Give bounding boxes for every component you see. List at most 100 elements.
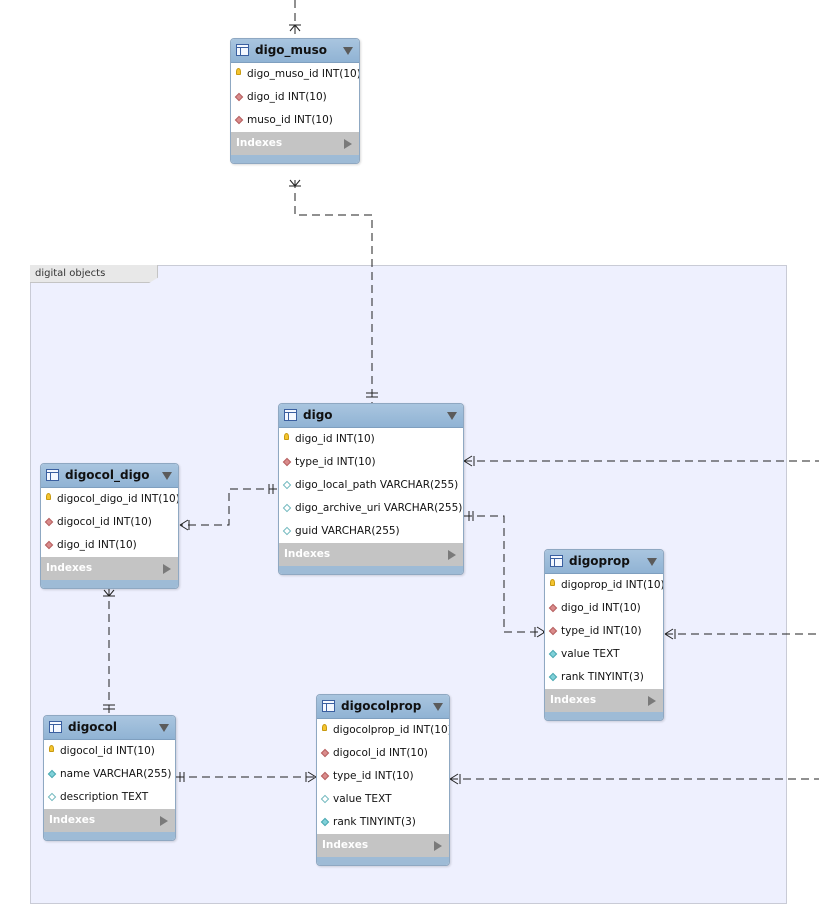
table-header[interactable]: digo_muso [231, 39, 359, 63]
collapse-arrow-icon[interactable] [433, 703, 443, 711]
table-header[interactable]: digo [279, 404, 463, 428]
nullable-icon [282, 480, 292, 490]
not-null-icon [47, 769, 57, 779]
table-header[interactable]: digocolprop [317, 695, 449, 719]
column-label: digo_id INT(10) [247, 91, 327, 103]
column-row[interactable]: description TEXT [44, 786, 175, 809]
indexes-section[interactable]: Indexes [231, 132, 359, 155]
collapse-arrow-icon[interactable] [159, 724, 169, 732]
column-label: digo_local_path VARCHAR(255) [295, 479, 459, 491]
primary-key-icon [284, 433, 289, 440]
table-footer [231, 155, 359, 163]
column-label: digocol_id INT(10) [60, 745, 155, 757]
column-row[interactable]: guid VARCHAR(255) [279, 520, 463, 543]
table-icon [550, 555, 563, 567]
expand-arrow-icon[interactable] [434, 841, 442, 851]
table-footer [41, 580, 178, 588]
column-label: digo_id INT(10) [561, 602, 641, 614]
indexes-section[interactable]: Indexes [44, 809, 175, 832]
table-digocol-digo[interactable]: digocol_digo digocol_digo_id INT(10)digo… [40, 463, 179, 589]
table-digocol[interactable]: digocol digocol_id INT(10) name VARCHAR(2… [43, 715, 176, 841]
collapse-arrow-icon[interactable] [647, 558, 657, 566]
column-row[interactable]: value TEXT [317, 788, 449, 811]
column-label: type_id INT(10) [295, 456, 376, 468]
column-label: digocol_digo_id INT(10) [57, 493, 179, 505]
collapse-arrow-icon[interactable] [447, 412, 457, 420]
column-list: digo_id INT(10) type_id INT(10) digo_local… [279, 428, 463, 543]
primary-key-icon [236, 68, 241, 75]
table-digo-muso[interactable]: digo_muso digo_muso_id INT(10) digo_id IN… [230, 38, 360, 164]
table-icon [236, 44, 249, 56]
table-icon [49, 721, 62, 733]
column-row[interactable]: value TEXT [545, 643, 663, 666]
column-row[interactable]: digocolprop_id INT(10) [317, 719, 449, 742]
foreign-key-icon [320, 748, 330, 758]
column-row[interactable]: digocol_digo_id INT(10) [41, 488, 178, 511]
foreign-key-icon [44, 540, 54, 550]
column-row[interactable]: rank TINYINT(3) [545, 666, 663, 689]
foreign-key-icon [320, 771, 330, 781]
column-label: digocolprop_id INT(10) [333, 724, 450, 736]
column-list: digocol_digo_id INT(10) digocol_id INT(10… [41, 488, 178, 557]
expand-arrow-icon[interactable] [648, 696, 656, 706]
column-row[interactable]: muso_id INT(10) [231, 109, 359, 132]
table-icon [46, 469, 59, 481]
column-label: digoprop_id INT(10) [561, 579, 664, 591]
column-list: digocol_id INT(10) name VARCHAR(255) descr… [44, 740, 175, 809]
table-header[interactable]: digoprop [545, 550, 663, 574]
rel-line-digo-to-digocol-digo [180, 488, 277, 526]
expand-arrow-icon[interactable] [160, 816, 168, 826]
column-row[interactable]: type_id INT(10) [545, 620, 663, 643]
column-row[interactable]: name VARCHAR(255) [44, 763, 175, 786]
indexes-label: Indexes [49, 814, 96, 826]
primary-key-icon [46, 493, 51, 500]
table-title: digo [303, 408, 333, 422]
column-row[interactable]: digocol_id INT(10) [44, 740, 175, 763]
table-digo[interactable]: digo digo_id INT(10)type_id INT(10)digo_… [278, 403, 464, 575]
indexes-section[interactable]: Indexes [279, 543, 463, 566]
column-label: digocol_id INT(10) [57, 516, 152, 528]
table-header[interactable]: digocol_digo [41, 464, 178, 488]
collapse-arrow-icon[interactable] [162, 472, 172, 480]
column-label: guid VARCHAR(255) [295, 525, 400, 537]
column-row[interactable]: digocol_id INT(10) [41, 511, 178, 534]
column-label: digo_id INT(10) [295, 433, 375, 445]
indexes-section[interactable]: Indexes [317, 834, 449, 857]
column-row[interactable]: type_id INT(10) [317, 765, 449, 788]
expand-arrow-icon[interactable] [448, 550, 456, 560]
nullable-icon [320, 794, 330, 804]
table-footer [44, 832, 175, 840]
column-row[interactable]: digo_local_path VARCHAR(255) [279, 474, 463, 497]
column-label: description TEXT [60, 791, 149, 803]
foreign-key-icon [234, 92, 244, 102]
indexes-label: Indexes [284, 548, 331, 560]
column-row[interactable]: digo_id INT(10) [545, 597, 663, 620]
collapse-arrow-icon[interactable] [343, 47, 353, 55]
foreign-key-icon [548, 626, 558, 636]
column-row[interactable]: digoprop_id INT(10) [545, 574, 663, 597]
column-row[interactable]: digo_muso_id INT(10) [231, 63, 359, 86]
relationship-markers [103, 24, 676, 785]
foreign-key-icon [548, 603, 558, 613]
expand-arrow-icon[interactable] [163, 564, 171, 574]
nullable-icon [47, 792, 57, 802]
primary-key-icon [550, 579, 555, 586]
column-list: digo_muso_id INT(10) digo_id INT(10) muso_… [231, 63, 359, 132]
indexes-section[interactable]: Indexes [545, 689, 663, 712]
table-digocolprop[interactable]: digocolprop digocolprop_id INT(10) digoco… [316, 694, 450, 866]
table-header[interactable]: digocol [44, 716, 175, 740]
column-label: digo_archive_uri VARCHAR(255) [295, 502, 463, 514]
column-row[interactable]: rank TINYINT(3) [317, 811, 449, 834]
column-row[interactable]: type_id INT(10) [279, 451, 463, 474]
column-row[interactable]: digo_archive_uri VARCHAR(255) [279, 497, 463, 520]
indexes-section[interactable]: Indexes [41, 557, 178, 580]
not-null-icon [548, 672, 558, 682]
column-row[interactable]: digocol_id INT(10) [317, 742, 449, 765]
column-row[interactable]: digo_id INT(10) [231, 86, 359, 109]
expand-arrow-icon[interactable] [344, 139, 352, 149]
table-digoprop[interactable]: digoprop digoprop_id INT(10) digo_id INT(… [544, 549, 664, 721]
table-icon [284, 409, 297, 421]
foreign-key-icon [44, 517, 54, 527]
column-row[interactable]: digo_id INT(10) [41, 534, 178, 557]
column-row[interactable]: digo_id INT(10) [279, 428, 463, 451]
